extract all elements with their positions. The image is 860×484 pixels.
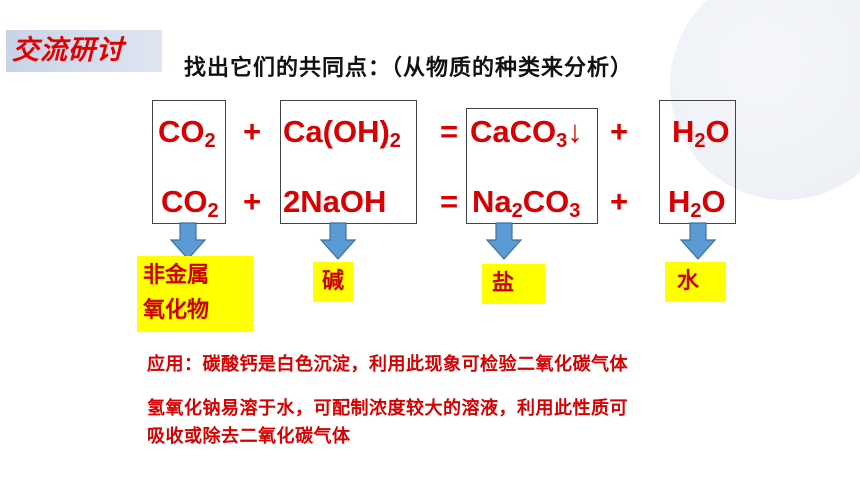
down-arrow-icon (679, 222, 717, 260)
box-base (280, 100, 417, 224)
eq2-h2o: H2O (668, 184, 726, 222)
slide-heading: 找出它们的共同点：（从物质的种类来分析） (184, 56, 634, 81)
eq1-equals: = (440, 114, 459, 149)
label-base: 碱 (313, 262, 353, 302)
eq1-caoh2: Ca(OH)2 (283, 114, 401, 152)
application-note-line2: 氢氧化钠易溶于水，可配制浓度较大的溶液，利用此性质可 (147, 398, 628, 419)
eq2-2naoh: 2NaOH (283, 184, 387, 219)
down-arrow-icon (169, 222, 207, 260)
label-nonmetal-oxide: 非金属 氧化物 (137, 256, 253, 332)
section-tag: 交流研讨 (6, 30, 162, 72)
eq1-plus1: + (243, 114, 262, 149)
eq1-plus2: + (610, 114, 629, 149)
eq2-co2: CO2 (161, 184, 219, 222)
box-salt (466, 108, 598, 224)
eq2-na2co3: Na2CO3 (472, 184, 581, 222)
down-arrow-icon (485, 222, 523, 260)
eq1-h2o: H2O (672, 114, 730, 152)
eq2-plus1: + (243, 184, 262, 219)
application-note-line1: 应用：碳酸钙是白色沉淀，利用此现象可检验二氧化碳气体 (147, 354, 628, 375)
label-salt: 盐 (482, 264, 545, 304)
eq1-co2: CO2 (158, 114, 216, 152)
eq1-caco3: CaCO3↓ (470, 114, 583, 152)
eq2-equals: = (440, 184, 459, 219)
label-water: 水 (665, 262, 726, 302)
eq2-plus2: + (610, 184, 629, 219)
down-arrow-icon (319, 222, 357, 260)
application-note-line3: 吸收或除去二氧化碳气体 (147, 426, 351, 447)
